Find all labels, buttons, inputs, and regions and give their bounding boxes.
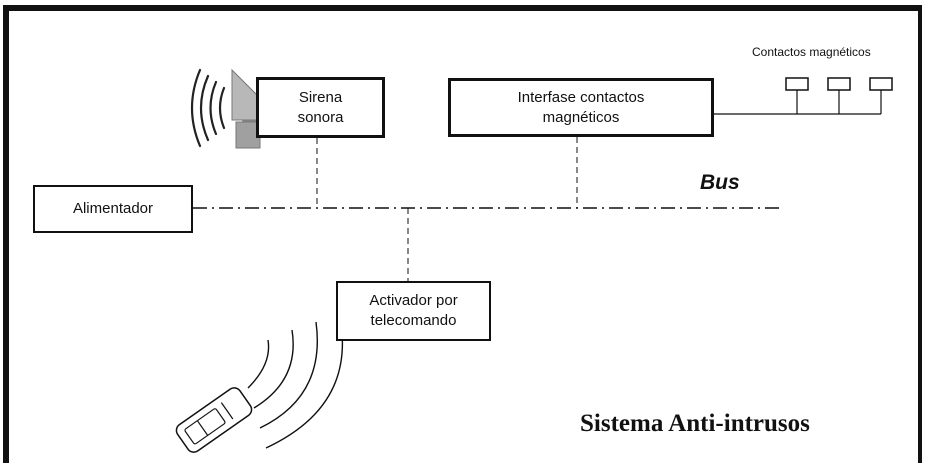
sirena-label-line1: Sirena xyxy=(298,88,343,106)
alimentador-box: Alimentador xyxy=(33,185,193,233)
activador-label-line2: telecomando xyxy=(370,312,457,329)
radio-waves-icon xyxy=(247,317,344,449)
remote-control-icon xyxy=(175,387,253,453)
interfase-label-line1: Interfase contactos xyxy=(517,88,645,106)
magnetic-contact-icon xyxy=(869,77,893,91)
sirena-box: Sirena sonora xyxy=(256,77,385,138)
speaker-icon xyxy=(231,68,261,149)
magnetic-contact-icon xyxy=(785,77,809,91)
interfase-label-line2: magnéticos xyxy=(542,108,620,126)
alimentador-label: Alimentador xyxy=(72,200,154,217)
activador-box: Activador por telecomando xyxy=(336,281,491,341)
bus-label: Bus xyxy=(700,171,740,194)
sirena-label-line2: sonora xyxy=(297,108,344,126)
activador-label-line1: Activador por xyxy=(369,292,458,309)
sound-waves-icon xyxy=(190,68,226,148)
system-title: Sistema Anti-intrusos xyxy=(580,410,810,437)
magnetic-contact-icon xyxy=(827,77,851,91)
contacts-label: Contactos magnéticos xyxy=(752,45,871,59)
interfase-box: Interfase contactos magnéticos xyxy=(448,78,714,137)
diagram-frame xyxy=(3,5,922,463)
